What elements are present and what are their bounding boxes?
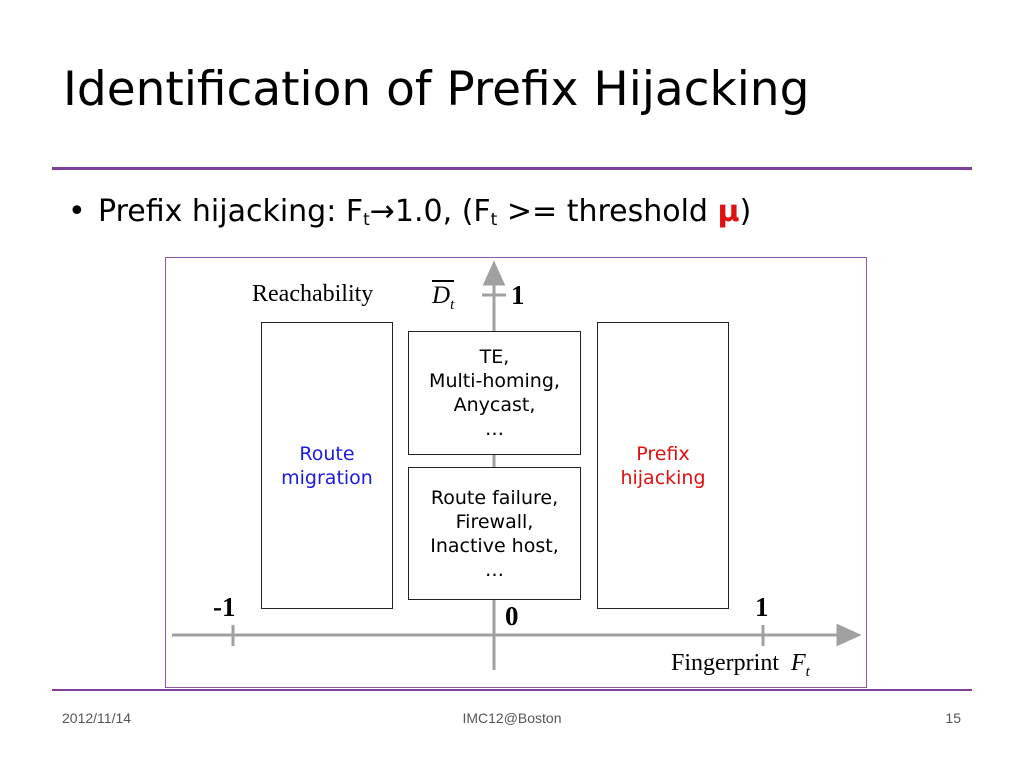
footer-date: 2012/11/14 xyxy=(62,710,132,726)
route-migration-box: Route migration xyxy=(261,322,393,609)
y-axis-label: Reachability xyxy=(252,282,373,306)
footer-page-number: 15 xyxy=(945,710,961,726)
y-axis-variable: Dt xyxy=(432,280,455,313)
y-axis-var-overlined: Dt xyxy=(432,280,455,313)
y-axis-var-sub: t xyxy=(450,297,455,313)
te-line3: Anycast, xyxy=(453,394,536,416)
bullet-rest: >= threshold xyxy=(497,194,718,229)
route-migration-line1: Route xyxy=(299,442,355,465)
failure-line4: … xyxy=(485,558,504,581)
prefix-hijacking-line2: hijacking xyxy=(620,466,706,489)
bullet-prefix: Prefix hijacking: F xyxy=(98,194,364,229)
x-axis-arrowhead xyxy=(836,623,862,647)
failure-line1: Route failure, xyxy=(430,486,559,509)
x-tick-label-1: 1 xyxy=(755,592,769,622)
route-migration-line2: migration xyxy=(281,466,373,489)
y-axis-arrowhead xyxy=(482,260,506,286)
prefix-hijacking-box: Prefix hijacking xyxy=(597,322,729,609)
bullet-dot: • xyxy=(68,194,86,229)
arrow-icon: → xyxy=(369,194,395,229)
y-axis-label-text: Reachability xyxy=(252,281,374,307)
te-line4: … xyxy=(485,418,504,440)
te-multihoming-box: TE, Multi-homing, Anycast, … xyxy=(408,331,581,455)
title-divider xyxy=(52,167,972,170)
diagram-frame: Route migration TE, Multi-homing, Anycas… xyxy=(165,257,867,688)
bullet-end: ) xyxy=(739,194,752,229)
bullet-middle: 1.0, (F xyxy=(394,194,491,229)
failure-line3: Inactive host, xyxy=(430,534,559,557)
failure-line2: Firewall, xyxy=(455,510,534,533)
prefix-hijacking-line1: Prefix xyxy=(636,442,690,465)
te-line2: Multi-homing, xyxy=(429,370,560,392)
threshold-mu: μ xyxy=(717,194,740,229)
bullet-sub-t2: t xyxy=(490,210,498,230)
footer-venue: IMC12@Boston xyxy=(462,710,562,726)
te-line1: TE, xyxy=(479,346,510,368)
bullet-sub-t1: t xyxy=(363,210,370,230)
x-axis-var: F xyxy=(791,650,806,676)
y-axis-var: D xyxy=(432,282,451,309)
x-tick-label-minus1: -1 xyxy=(213,592,236,622)
x-axis-var-sub: t xyxy=(805,663,810,680)
route-failure-box: Route failure, Firewall, Inactive host, … xyxy=(408,467,581,600)
bullet-item: •Prefix hijacking: Ft→1.0, (Ft >= thresh… xyxy=(68,192,751,232)
footer-divider xyxy=(52,689,972,691)
x-axis-label: Fingerprint Ft xyxy=(671,651,810,680)
slide-title: Identification of Prefix Hijacking xyxy=(63,62,810,117)
x-axis-label-text: Fingerprint xyxy=(671,650,779,676)
x-tick-label-0: 0 xyxy=(505,601,519,631)
y-tick-label-1: 1 xyxy=(511,280,525,310)
